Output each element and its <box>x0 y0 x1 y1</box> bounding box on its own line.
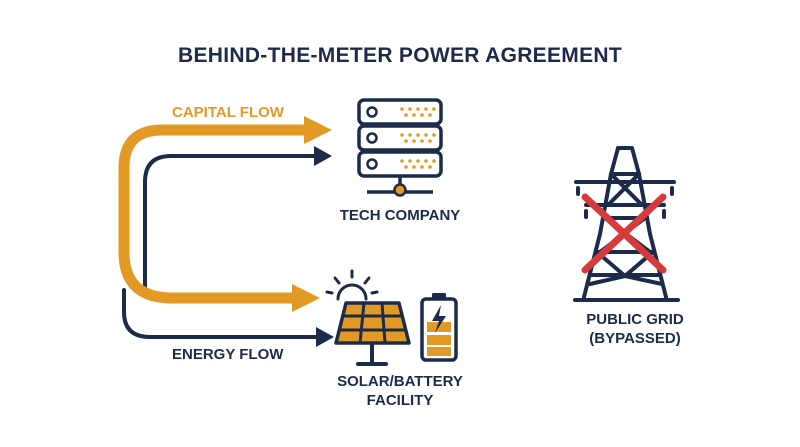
energy-arrowhead-tech <box>314 146 332 166</box>
capital-arrowhead-tech <box>304 116 332 144</box>
capital-arrowhead-facility <box>292 284 320 312</box>
tech-company-label: TECH COMPANY <box>339 207 461 224</box>
energy-flow-lower-arrow <box>122 288 322 339</box>
energy-arrowhead-facility <box>316 327 334 347</box>
battery-icon <box>420 293 458 362</box>
facility-label: SOLAR/BATTERY FACILITY <box>300 372 500 410</box>
facility-label-line1: SOLAR/BATTERY <box>337 373 463 390</box>
capital-flow-label: CAPITAL FLOW <box>172 104 284 121</box>
grid-label-line1: PUBLIC GRID <box>586 311 684 328</box>
transmission-tower-icon <box>573 146 680 302</box>
facility-label-line2: FACILITY <box>366 392 434 409</box>
grid-label-line2: (BYPASSED) <box>589 330 681 347</box>
solar-panel-icon <box>334 301 411 366</box>
energy-flow-upper-arrow <box>143 154 320 292</box>
energy-flow-label: ENERGY FLOW <box>172 346 284 363</box>
red-x-icon <box>581 193 667 274</box>
sun-icon <box>325 269 379 301</box>
server-rack-icon <box>357 98 443 197</box>
energy-flow-arrows <box>122 154 322 339</box>
capital-flow-arrows <box>118 124 312 304</box>
grid-label: PUBLIC GRID (BYPASSED) <box>545 310 725 348</box>
page-title: BEHIND-THE-METER POWER AGREEMENT <box>178 44 622 67</box>
capital-flow-arrow-top <box>118 124 312 304</box>
